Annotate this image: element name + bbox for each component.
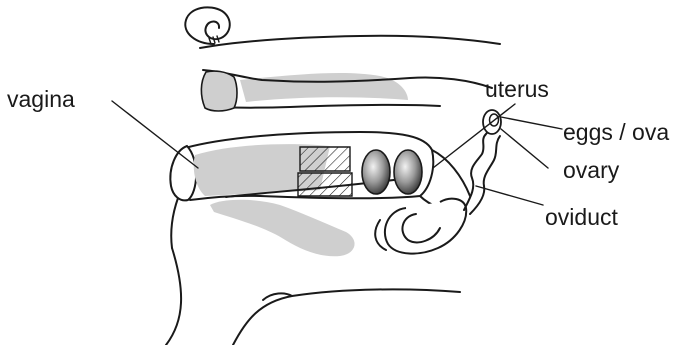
vagina-leader	[112, 101, 198, 168]
label-uterus: uterus	[485, 76, 549, 102]
label-eggs-ova: eggs / ova	[563, 119, 669, 145]
label-vagina: vagina	[7, 86, 75, 112]
label-ovary: ovary	[563, 157, 620, 183]
eggs-leader	[501, 117, 562, 129]
embryo-1	[362, 150, 390, 194]
reproductive-tract	[170, 110, 501, 256]
label-oviduct: oviduct	[545, 204, 618, 230]
oviduct-leader	[476, 186, 543, 205]
rectum	[201, 70, 492, 111]
embryo-2	[394, 150, 422, 194]
uterus-leader	[433, 104, 515, 168]
ovary-leader	[501, 129, 548, 168]
